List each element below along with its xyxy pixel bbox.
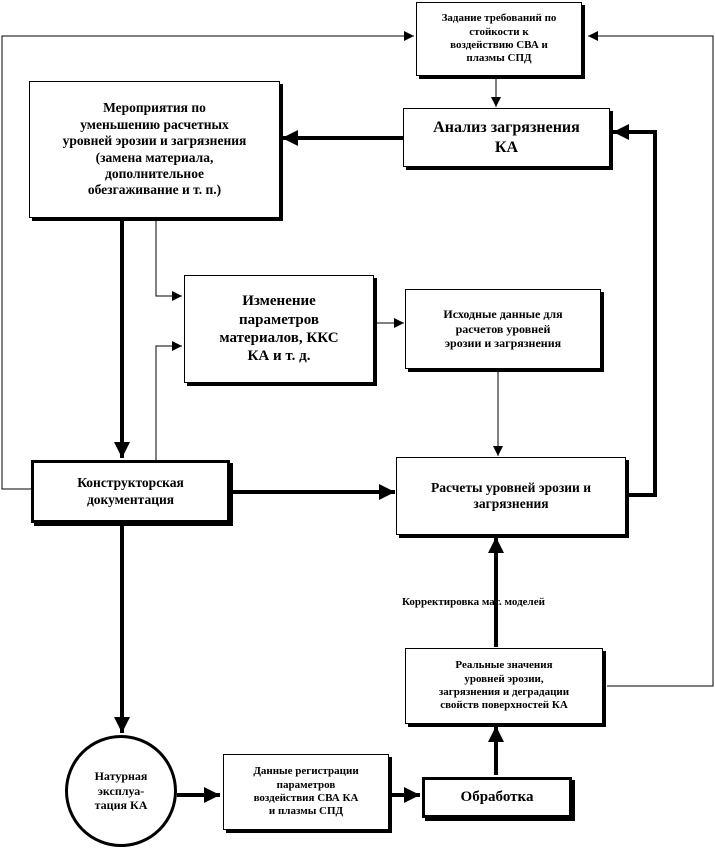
registration-box: Данные регистрации параметров воздействи… — [223, 754, 389, 830]
initial-data-box: Исходные данные для расчетов уровней эро… — [405, 289, 601, 369]
real-values-text: Реальные значения уровней эрозии, загряз… — [438, 659, 570, 712]
design-docs-text: Конструкторская документация — [77, 475, 184, 507]
design-docs-box: Конструкторская документация — [31, 460, 230, 523]
processing-box: Обработка — [422, 777, 572, 818]
param-change-box: Изменение параметров материалов, ККС КА … — [184, 275, 374, 383]
requirements-box: Задание требований по стойкости к воздей… — [416, 2, 582, 76]
arrow-design-to-requirements — [1, 31, 414, 490]
param-change-text: Изменение параметров материалов, ККС КА … — [219, 293, 339, 365]
natural-operation-text: Натурная эксплуа- тация КА — [94, 769, 148, 813]
natural-operation-circle: Натурная эксплуа- тация КА — [65, 735, 177, 847]
arrow-design-to-param-change — [155, 341, 182, 462]
registration-text: Данные регистрации параметров воздействи… — [253, 765, 359, 818]
measures-box: Мероприятия по уменьшению расчетных уров… — [29, 81, 280, 218]
real-values-box: Реальные значения уровней эрозии, загряз… — [405, 648, 603, 724]
calculations-box: Расчеты уровней эрозии и загрязнения — [396, 457, 626, 535]
analysis-box: Анализ загрязнения КА — [403, 108, 610, 167]
processing-text: Обработка — [460, 789, 534, 806]
calculations-text: Расчеты уровней эрозии и загрязнения — [431, 479, 591, 511]
initial-data-text: Исходные данные для расчетов уровней эро… — [443, 307, 563, 351]
arrow-calculations-to-analysis — [613, 124, 657, 497]
requirements-text: Задание требований по стойкости к воздей… — [441, 12, 557, 65]
arrow-real-values-to-requirements — [588, 31, 714, 687]
correction-label: Корректировка мат. моделей — [402, 596, 545, 608]
arrow-measures-to-param-change — [155, 219, 182, 301]
measures-text: Мероприятия по уменьшению расчетных уров… — [62, 100, 247, 198]
analysis-text: Анализ загрязнения КА — [433, 118, 580, 156]
